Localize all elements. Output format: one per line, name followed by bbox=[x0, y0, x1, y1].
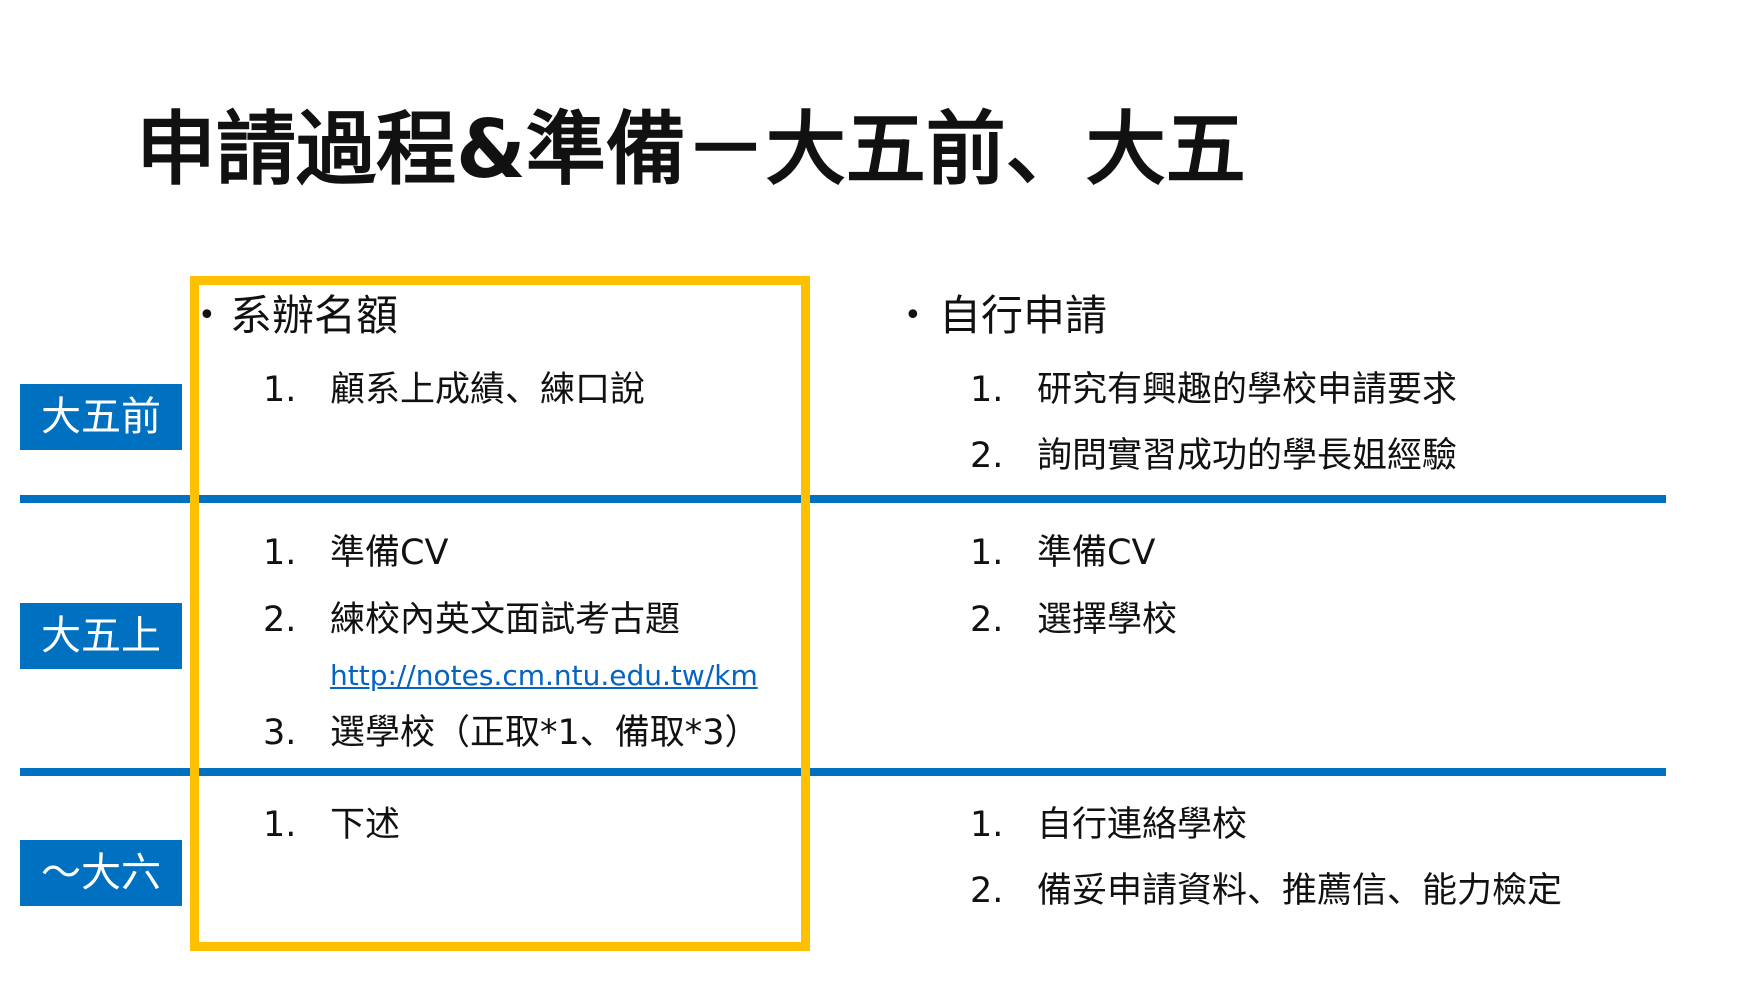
bullet-dot: • bbox=[904, 298, 922, 333]
highlight-box bbox=[190, 276, 810, 951]
list-item: 選學校（正取*1、備取*3） bbox=[330, 713, 760, 753]
left-heading: 系辦名額 bbox=[230, 291, 399, 340]
list-number: 1. bbox=[263, 533, 297, 573]
list-number: 1. bbox=[263, 370, 297, 410]
list-number: 1. bbox=[263, 805, 297, 845]
list-number: 2. bbox=[970, 600, 1004, 640]
list-number: 2. bbox=[970, 436, 1004, 476]
list-number: 2. bbox=[263, 600, 297, 640]
row-label-later: ～大六 bbox=[20, 840, 182, 906]
list-number: 2. bbox=[970, 871, 1004, 911]
row-label-upper: 大五上 bbox=[20, 603, 182, 669]
list-item: 詢問實習成功的學長姐經驗 bbox=[1037, 436, 1458, 476]
row-label-pre: 大五前 bbox=[20, 384, 182, 450]
notes-link[interactable]: http://notes.cm.ntu.edu.tw/km bbox=[330, 659, 758, 692]
slide-title: 申請過程&準備－大五前、大五 bbox=[136, 103, 1246, 196]
list-item: 自行連絡學校 bbox=[1037, 805, 1248, 845]
list-item: 準備CV bbox=[330, 533, 449, 573]
list-item: 顧系上成績、練口說 bbox=[330, 370, 646, 410]
list-number: 3. bbox=[263, 713, 297, 753]
divider-line bbox=[20, 495, 1666, 503]
list-number: 1. bbox=[970, 370, 1004, 410]
list-number: 1. bbox=[970, 805, 1004, 845]
list-item: 備妥申請資料、推薦信、能力檢定 bbox=[1037, 871, 1563, 911]
list-number: 1. bbox=[970, 533, 1004, 573]
right-heading: 自行申請 bbox=[939, 291, 1108, 340]
list-item: 練校內英文面試考古題 bbox=[330, 600, 681, 640]
bullet-dot: • bbox=[198, 298, 216, 333]
list-item: 研究有興趣的學校申請要求 bbox=[1037, 370, 1458, 410]
list-item: 準備CV bbox=[1037, 533, 1156, 573]
list-item: 選擇學校 bbox=[1037, 600, 1178, 640]
list-item: 下述 bbox=[330, 805, 401, 845]
divider-line bbox=[20, 768, 1666, 776]
